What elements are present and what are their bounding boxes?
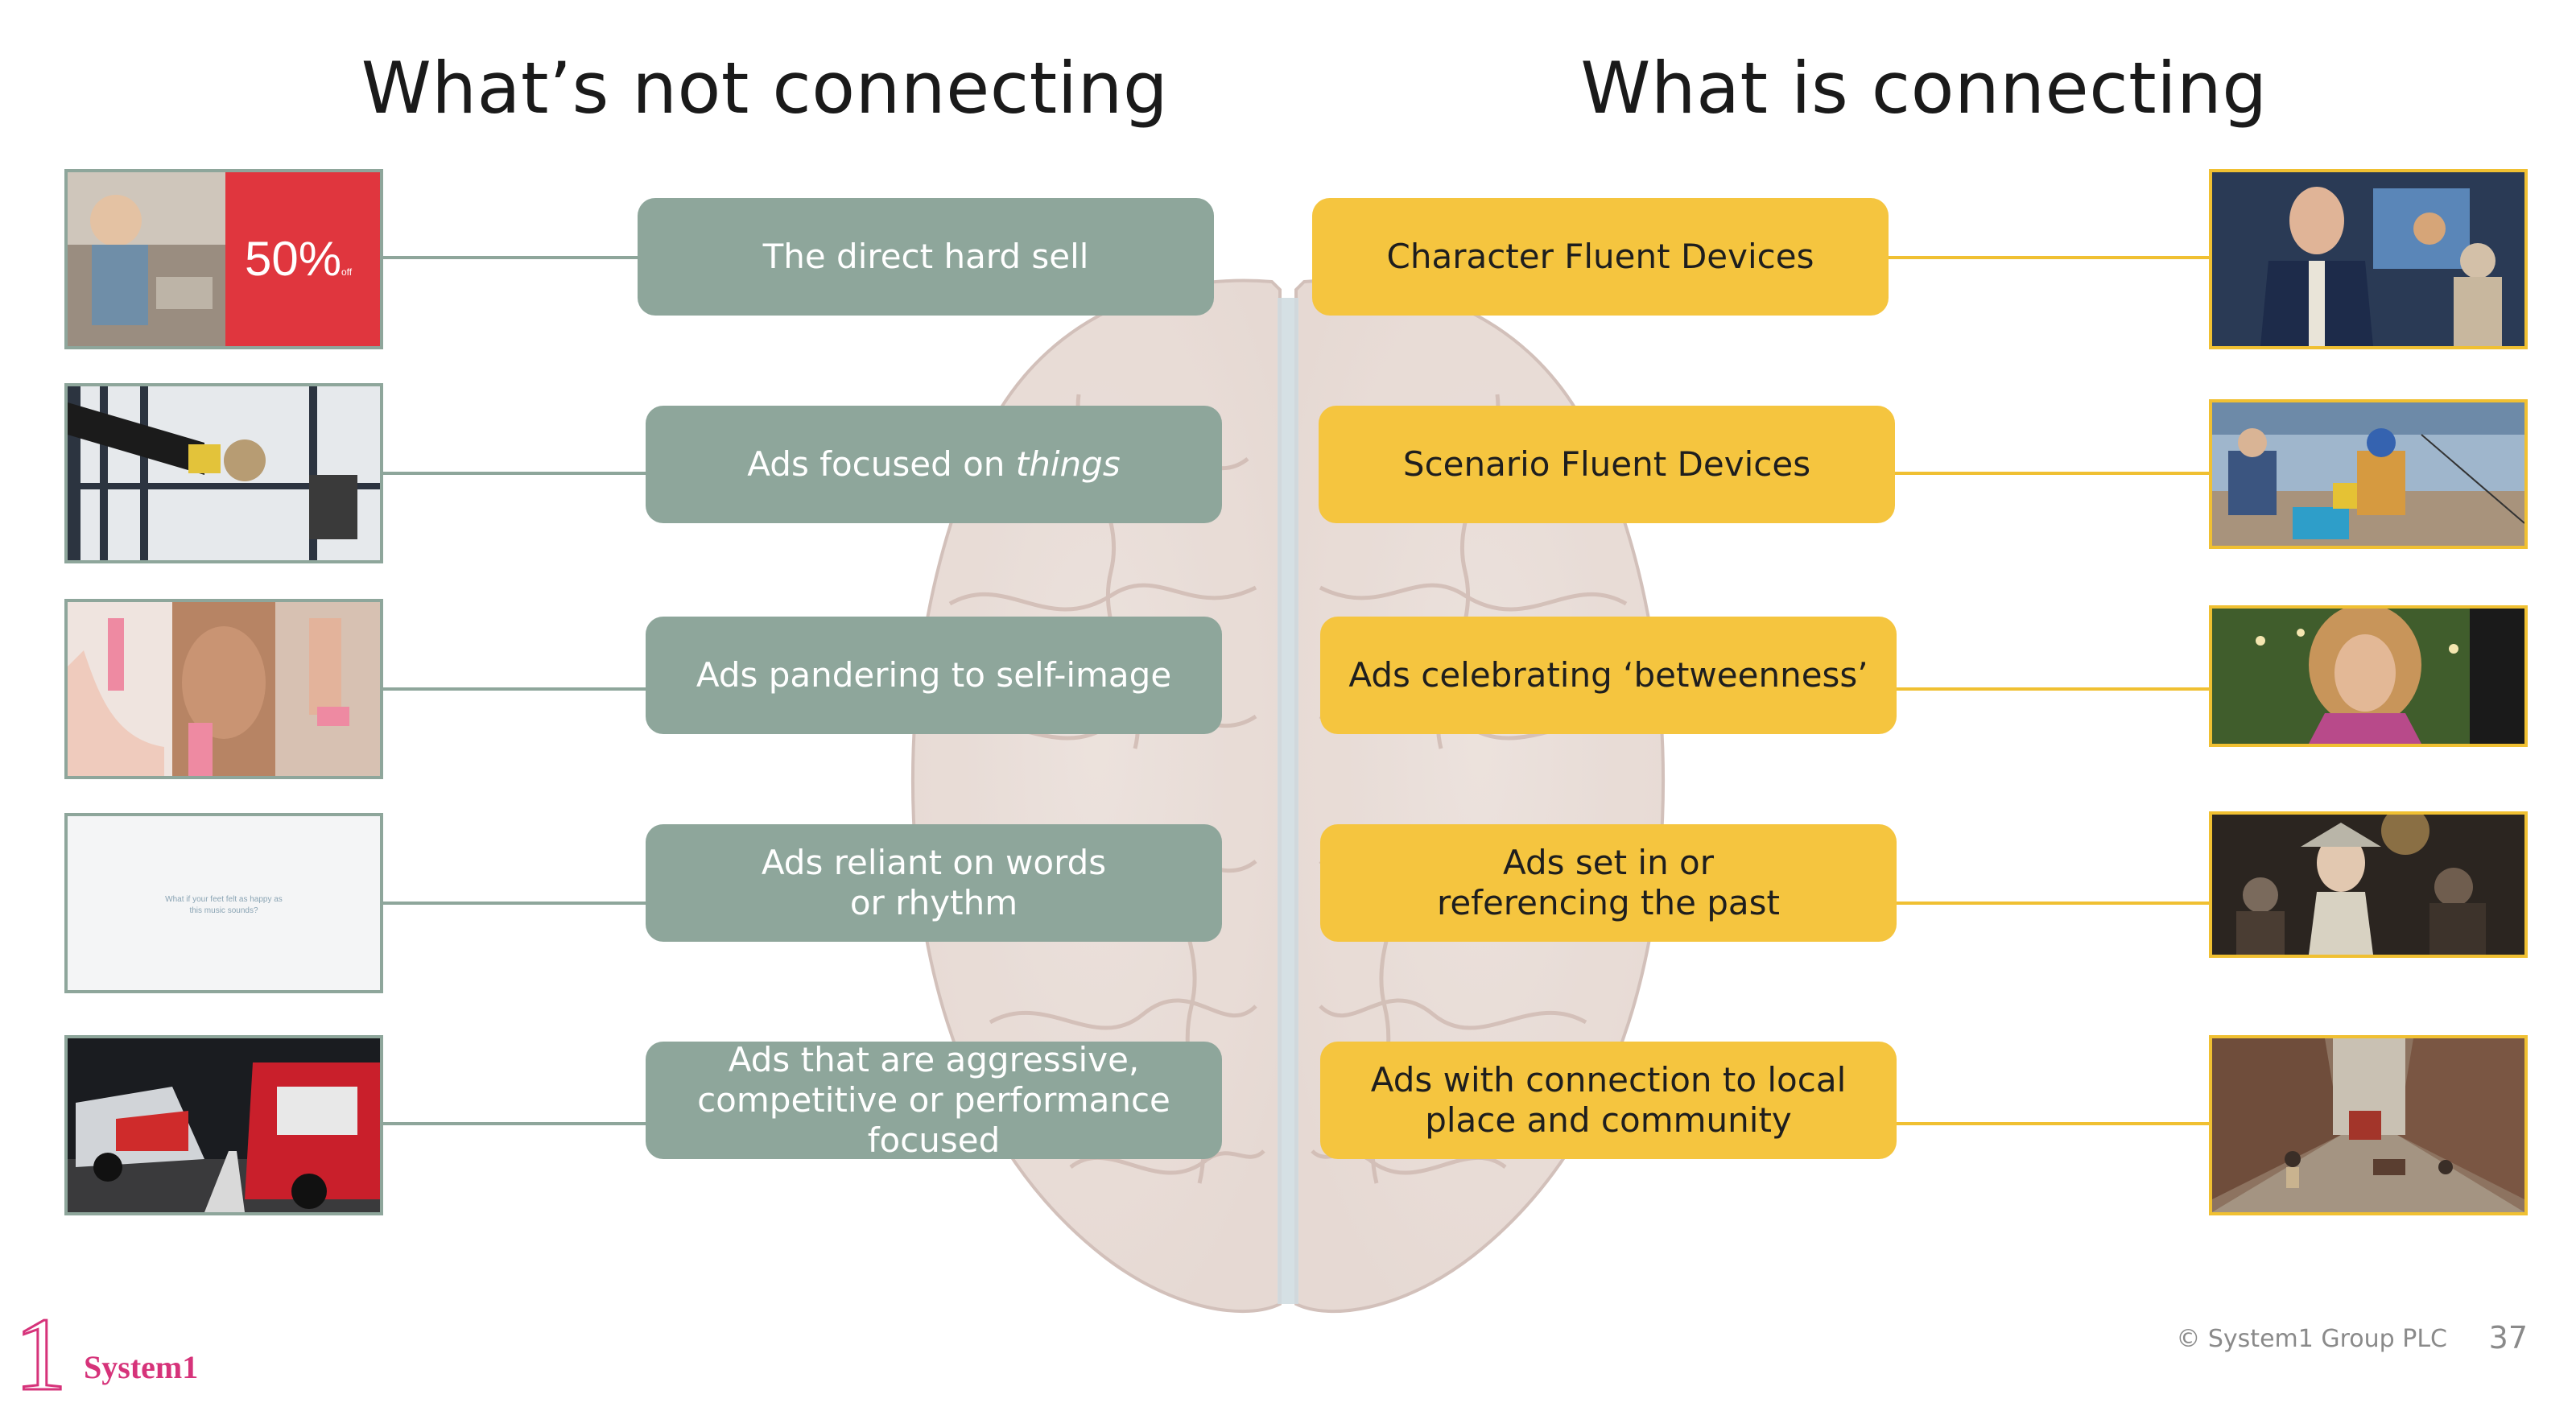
sale-badge: 50% (245, 232, 341, 286)
pill-aggressive-line2: competitive or performance focused (697, 1080, 1170, 1160)
pill-past: Ads set in or referencing the past (1320, 824, 1897, 942)
connector-left-1 (383, 256, 654, 259)
logo-wordmark: System1 (84, 1349, 198, 1385)
pill-past-line1: Ads set in or (1502, 843, 1715, 882)
system1-logo: 1 System1 (14, 1309, 198, 1397)
page-number: 37 (2488, 1320, 2528, 1355)
thumb-terraced-street (2209, 1035, 2528, 1215)
thumb-jester (2209, 811, 2528, 958)
connector-left-5 (383, 1122, 662, 1125)
pill-words-line2: or rhythm (849, 883, 1018, 922)
pill-character-fluent: Character Fluent Devices (1312, 198, 1889, 316)
thumb-text-card: What if your feet felt as happy as this … (64, 813, 383, 993)
connector-right-2 (1895, 472, 2209, 475)
thumb-race-cars (64, 1035, 383, 1215)
pill-local-line1: Ads with connection to local (1370, 1060, 1847, 1100)
pill-words-or-rhythm: Ads reliant on words or rhythm (646, 824, 1222, 942)
heading-is-connecting: What is connecting (1580, 47, 2268, 130)
pill-local-community: Ads with connection to local place and c… (1320, 1042, 1897, 1159)
thumb-razor-collage (64, 599, 383, 779)
connector-left-4 (383, 902, 663, 905)
thumb-tool-product (64, 383, 383, 563)
connector-right-5 (1897, 1122, 2209, 1125)
thumb-beach (2209, 399, 2528, 549)
pill-scenario-fluent: Scenario Fluent Devices (1319, 406, 1895, 523)
pill-betweenness: Ads celebrating ‘betweenness’ (1320, 617, 1897, 734)
pill-aggressive-competitive: Ads that are aggressive, competitive or … (646, 1040, 1222, 1160)
pill-things-prefix: Ads focused on (747, 444, 1016, 484)
thumb-character (2209, 169, 2528, 349)
pill-self-image: Ads pandering to self-image (646, 617, 1222, 734)
logo-mark: 1 (14, 1309, 67, 1397)
connector-left-3 (383, 687, 662, 691)
text-card-line2: this music sounds? (189, 906, 258, 915)
connector-left-2 (383, 472, 662, 475)
text-card-line1: What if your feet felt as happy as (165, 895, 283, 904)
pill-ads-focused-on-things: Ads focused on things (646, 406, 1222, 523)
connector-right-3 (1897, 687, 2209, 691)
pill-local-line2: place and community (1425, 1100, 1792, 1140)
copyright-text: © System1 Group PLC (2176, 1325, 2447, 1353)
pill-past-line2: referencing the past (1436, 883, 1781, 922)
sale-badge-sub: off (341, 266, 353, 278)
pill-aggressive-line1: Ads that are aggressive, (728, 1040, 1140, 1079)
connector-right-4 (1897, 902, 2209, 905)
thumb-kid-cooking: 50% off (64, 169, 383, 349)
thumb-woman-curly-hair (2209, 605, 2528, 747)
pill-direct-hard-sell: The direct hard sell (638, 198, 1214, 316)
pill-words-line1: Ads reliant on words (761, 843, 1107, 882)
connector-right-1 (1889, 256, 2209, 259)
pill-things-emphasis: things (1015, 444, 1121, 484)
heading-not-connecting: What’s not connecting (361, 47, 1169, 130)
